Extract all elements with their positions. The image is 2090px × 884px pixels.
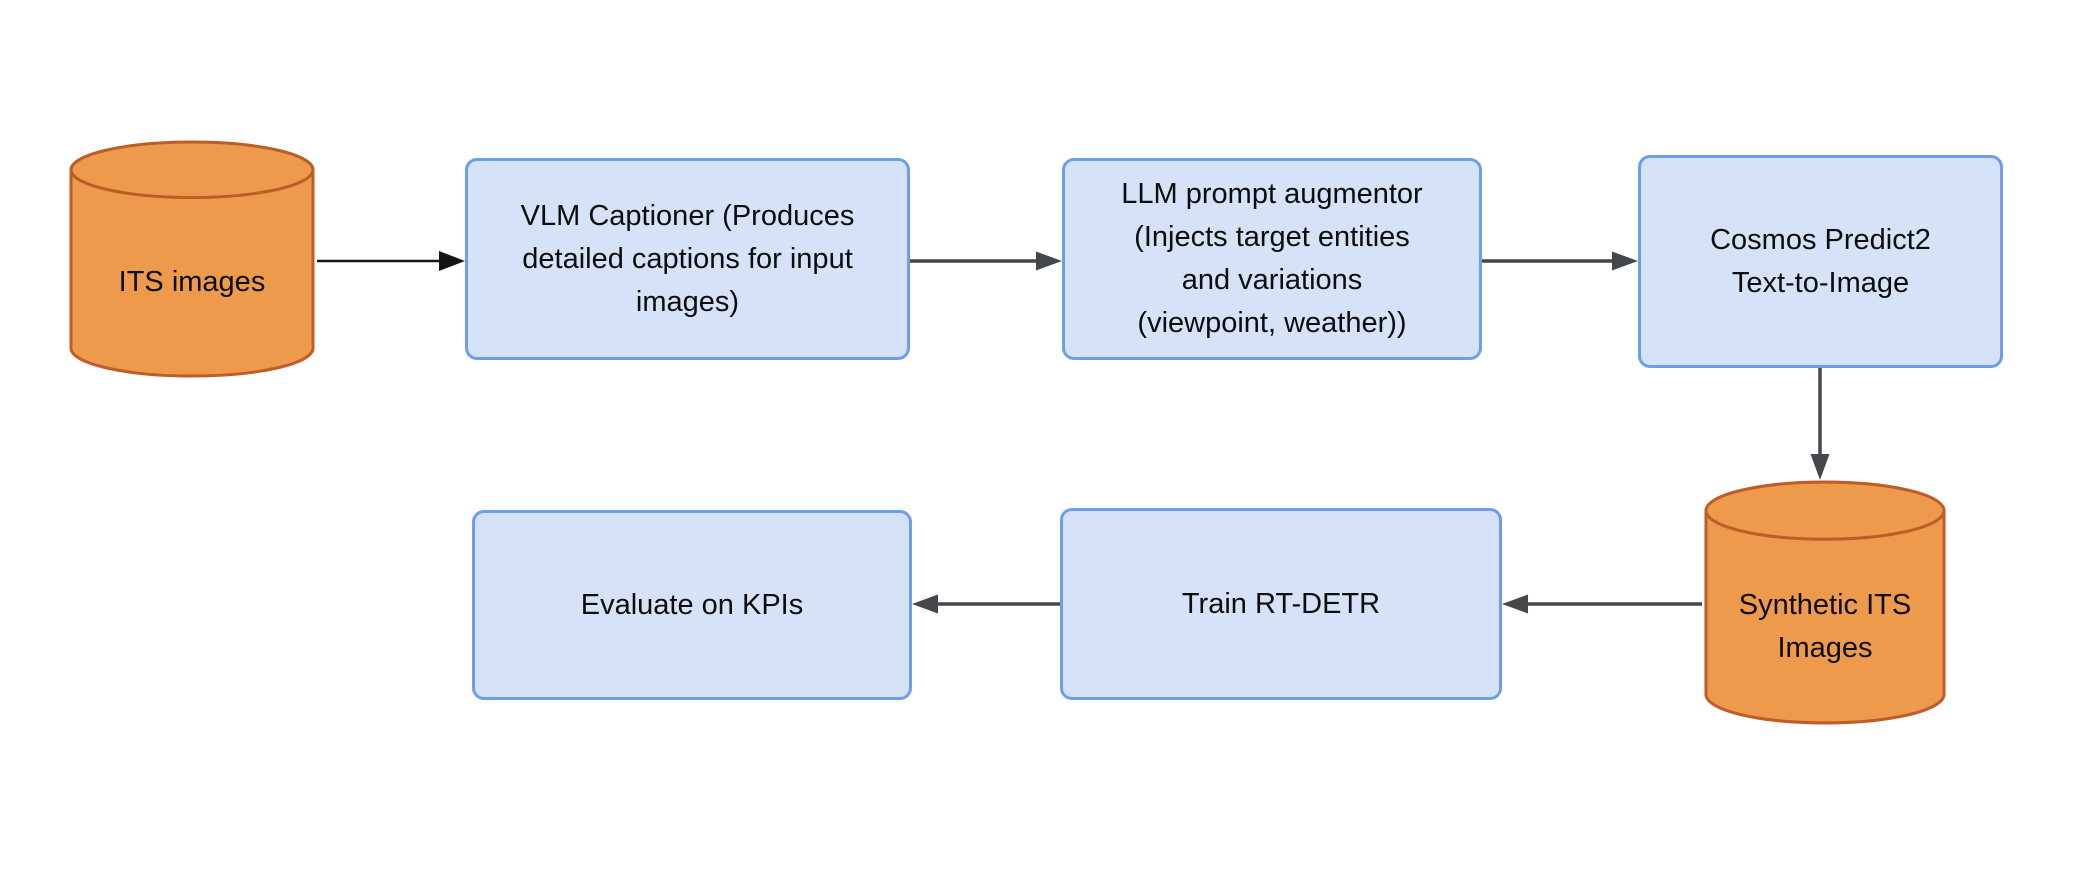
arrow-llm-prompt-augmentor-to-cosmos-predict2 [1482,251,1638,271]
node-synthetic-its-images: Synthetic ITS Images [1702,480,1948,725]
node-label-synthetic-its-images: Synthetic ITS Images [1738,589,1912,664]
node-label-its-images: ITS images [118,266,266,299]
node-evaluate-on-kpis: Evaluate on KPIs [472,510,912,700]
arrow-its-images-to-vlm-captioner [317,251,465,271]
node-llm-prompt-augmentor: LLM prompt augmentor (Injects target ent… [1062,158,1482,360]
arrow-cosmos-predict2-to-synthetic-its-images [1810,368,1830,480]
database-cylinder-icon [69,140,315,378]
node-label-llm-prompt-augmentor: LLM prompt augmentor (Injects target ent… [1121,178,1423,339]
node-cosmos-predict2: Cosmos Predict2 Text-to-Image [1638,155,2003,368]
node-its-images: ITS images [67,140,317,378]
arrow-synthetic-its-images-to-train-rt-detr [1502,594,1702,614]
database-cylinder-icon [1704,480,1946,725]
node-train-rt-detr: Train RT-DETR [1060,508,1502,700]
node-label-train-rt-detr: Train RT-DETR [1181,587,1381,620]
arrow-train-rt-detr-to-evaluate-on-kpis [912,594,1060,614]
node-label-evaluate-on-kpis: Evaluate on KPIs [580,588,804,621]
node-vlm-captioner: VLM Captioner (Produces detailed caption… [465,158,910,360]
node-label-vlm-captioner: VLM Captioner (Produces detailed caption… [520,199,855,318]
node-label-cosmos-predict2: Cosmos Predict2 Text-to-Image [1710,223,1931,299]
arrow-vlm-captioner-to-llm-prompt-augmentor [910,251,1062,271]
